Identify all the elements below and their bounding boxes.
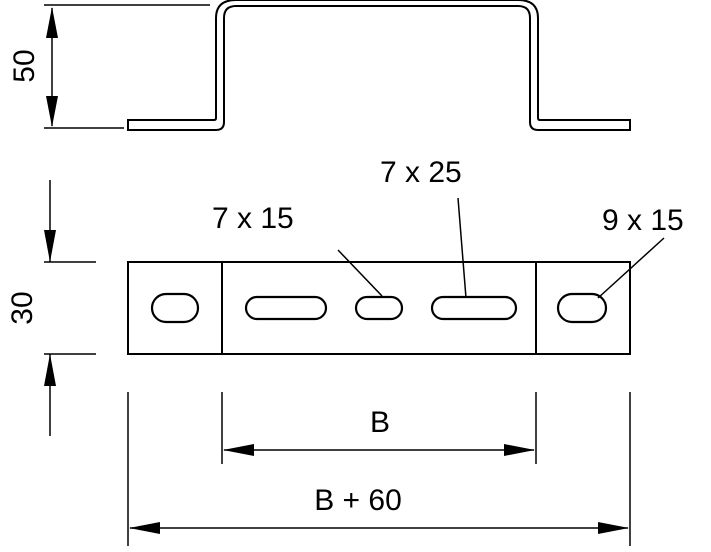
dimension-30: 30 — [6, 180, 96, 436]
dimension-b: B — [221, 392, 537, 464]
leader-9x15 — [597, 237, 665, 299]
dimension-b-plus-60: B + 60 — [127, 392, 631, 546]
plate-outline — [127, 261, 631, 355]
arrow-down — [46, 96, 58, 127]
arrow-left — [223, 444, 254, 456]
plate — [127, 261, 631, 355]
callout-7x25: 7 x 25 — [380, 156, 462, 189]
leader-7x15 — [337, 249, 383, 297]
dimension-50: 50 — [8, 4, 210, 129]
slot-long-left — [244, 295, 328, 321]
profile-outer — [127, 0, 631, 131]
callouts: 7 x 15 7 x 25 9 x 15 — [212, 156, 684, 299]
arrow-left — [129, 522, 160, 534]
arrow-up — [44, 354, 56, 386]
slot-short-center — [354, 295, 404, 321]
arrow-right — [598, 522, 629, 534]
dimension-label-50: 50 — [8, 49, 41, 82]
dimension-label-b-plus-60: B + 60 — [314, 484, 402, 517]
dimension-label-b: B — [370, 406, 390, 439]
slot-long-right — [430, 295, 518, 321]
arrow-right — [504, 444, 535, 456]
leader-7x25 — [457, 197, 467, 299]
arrow-down — [44, 230, 56, 262]
bracket-profile — [127, 0, 631, 131]
arrow-up — [46, 7, 58, 38]
dimension-label-30: 30 — [6, 291, 39, 324]
slot-end-right — [556, 292, 608, 324]
slot-end-left — [150, 292, 200, 324]
callout-7x15: 7 x 15 — [212, 202, 294, 235]
callout-9x15: 9 x 15 — [602, 204, 684, 237]
